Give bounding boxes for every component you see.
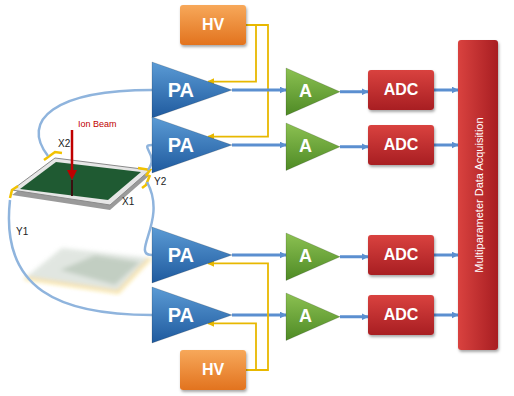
preamplifier-triangle: PA [152, 62, 232, 118]
block-label: A [299, 137, 312, 157]
triangle-outline [286, 68, 340, 116]
adc-box: ADC [368, 125, 434, 165]
signal-arrow [434, 144, 458, 147]
triangle-outline [286, 123, 340, 171]
adc-box: ADC [368, 70, 434, 110]
signal-arrow [232, 89, 286, 92]
lower-detector-plane [25, 248, 150, 292]
signal-arrow [340, 255, 368, 258]
bar-title: Multiparameter Data Acquisition [472, 117, 484, 272]
adc-box: ADC [368, 295, 434, 335]
preamplifier-triangle: PA [152, 287, 232, 343]
preamplifier-triangle: PA [152, 227, 232, 283]
block-label: HV [202, 16, 224, 34]
ion-beam-trace [71, 180, 73, 196]
signal-wires [9, 90, 154, 315]
contact-bracket [10, 186, 18, 198]
block-label: PA [168, 244, 194, 266]
signal-arrow [434, 314, 458, 317]
amplifier-triangle: A [286, 123, 340, 171]
signal-arrow [340, 145, 368, 148]
block-label: ADC [384, 246, 419, 264]
amplifier-triangle: A [286, 293, 340, 341]
block-label: PA [168, 304, 194, 326]
electrode-label: Y2 [154, 176, 166, 187]
block-label: ADC [384, 136, 419, 154]
block-label: HV [202, 361, 224, 379]
triangle-shape [152, 62, 232, 118]
power-supply-box: HV [180, 5, 246, 45]
triangle-shape [152, 287, 232, 343]
beam-label: Ion Beam [78, 120, 117, 130]
ion-beam [71, 130, 74, 176]
signal-arrow [232, 144, 286, 147]
signal-arrow [232, 314, 286, 317]
block-label: PA [168, 134, 194, 156]
upper-detector-plane [20, 162, 141, 200]
triangle-shape [286, 68, 340, 116]
amplifier-triangle: A [286, 68, 340, 116]
triangle-outline [286, 233, 340, 281]
triangle-shape [286, 123, 340, 171]
block-label: A [299, 247, 312, 267]
signal-arrow [340, 315, 368, 318]
block-label: A [299, 307, 312, 327]
block-label: PA [168, 79, 194, 101]
electrode-label: Y1 [16, 226, 28, 237]
block-label: A [299, 82, 312, 102]
signal-arrow [434, 254, 458, 257]
signal-arrow [232, 254, 286, 257]
preamplifier-triangle: PA [152, 117, 232, 173]
signal-arrow [434, 89, 458, 92]
triangle-outline [286, 293, 340, 341]
electrode-label: X2 [58, 138, 70, 149]
triangle-shape [286, 233, 340, 281]
block-label: ADC [384, 306, 419, 324]
triangle-shape [286, 293, 340, 341]
power-supply-box: HV [180, 350, 246, 390]
triangle-shape [152, 117, 232, 173]
data-acquisition-bar: Multiparameter Data Acquisition [458, 40, 498, 350]
block-label: ADC [384, 81, 419, 99]
amplifier-triangle: A [286, 233, 340, 281]
ion-beam-head [67, 170, 77, 180]
adc-box: ADC [368, 235, 434, 275]
electrode-label: X1 [122, 196, 134, 207]
triangle-shape [152, 227, 232, 283]
signal-arrow [340, 90, 368, 93]
